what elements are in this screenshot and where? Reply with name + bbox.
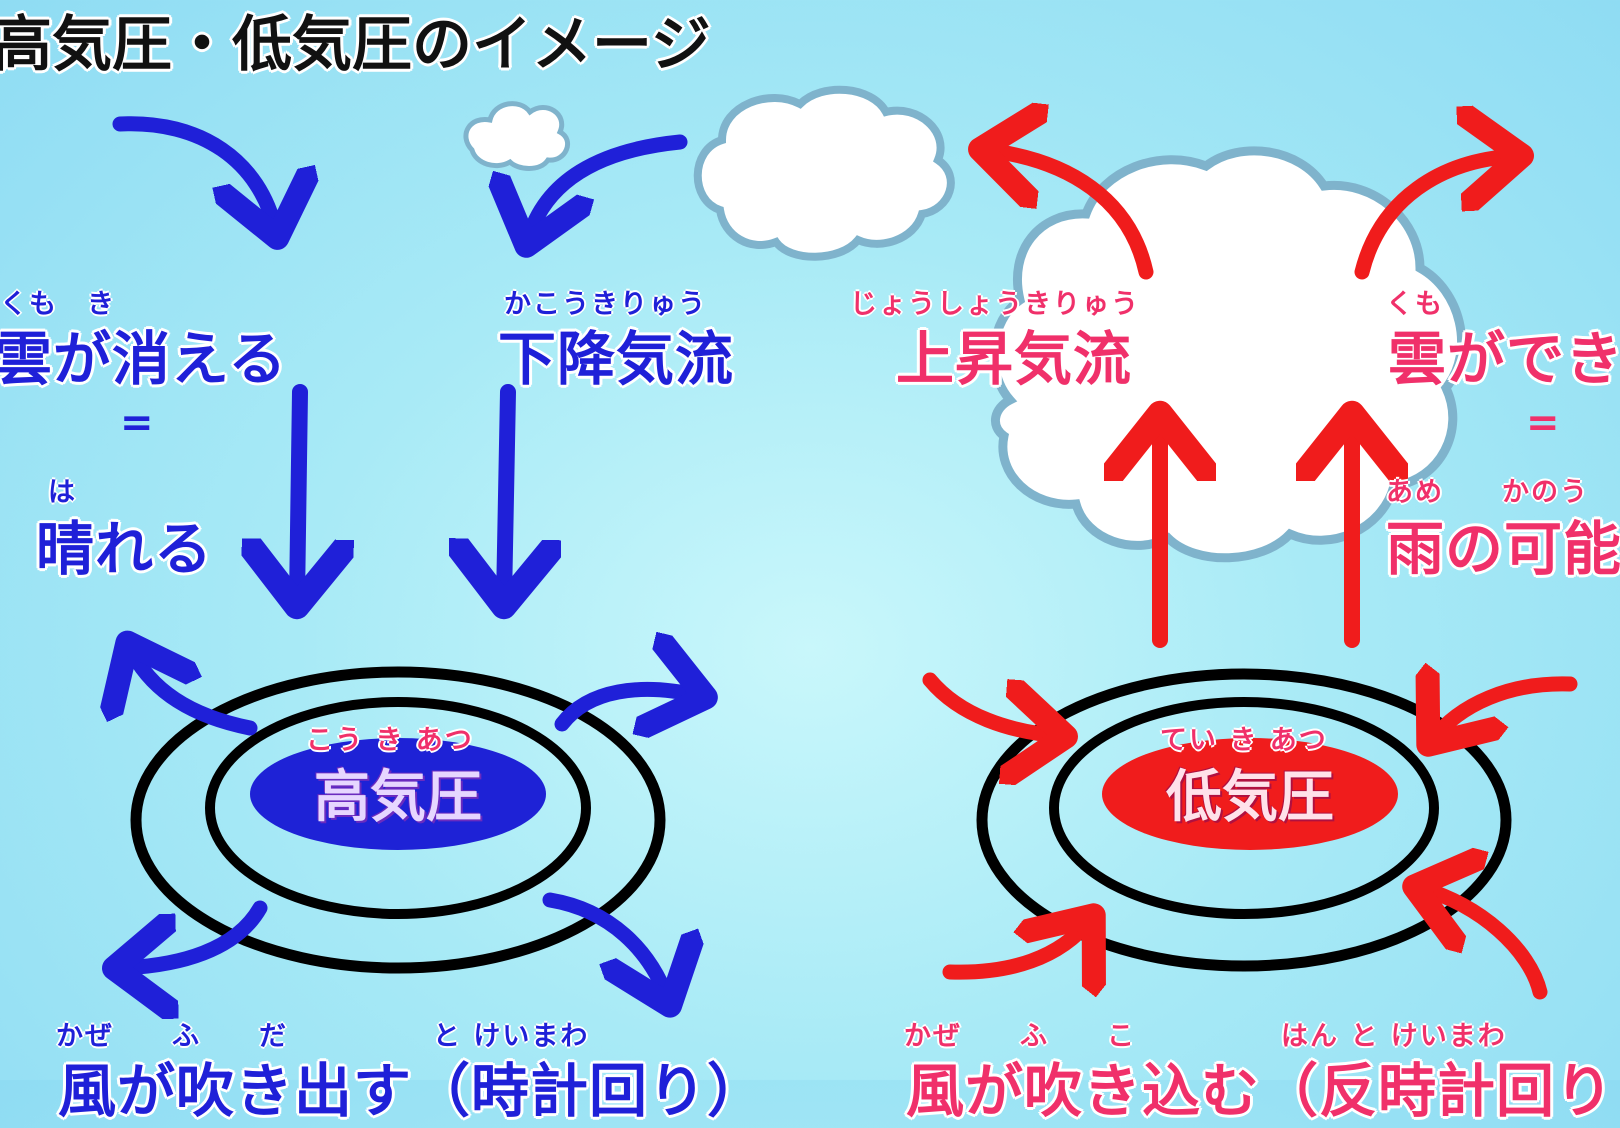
high-pressure-label: 高気圧 [314, 765, 482, 830]
ascending-airflow-ruby: じょうしょうきりゅう [850, 289, 1140, 320]
low-pressure-ruby: てい き あつ [1160, 725, 1328, 756]
medium-cloud [693, 85, 955, 261]
high-outer-ring [130, 666, 666, 974]
cloud-disappear-label: 雲が消える [0, 325, 288, 393]
clear-weather-ruby: は [48, 477, 77, 508]
small-cloud [463, 101, 571, 171]
diagram-graphics [0, 85, 1578, 1080]
ascending-curve-arrow-right [1354, 156, 1516, 280]
low-core [1102, 738, 1398, 850]
outflow-arrow-down-right [542, 892, 668, 1000]
descending-curve-arrow-left [112, 116, 276, 232]
clear-weather-label: 晴れる [36, 515, 214, 583]
high-pressure-ruby: こう き あつ [306, 725, 474, 756]
low-pressure-label: 低気圧 [1166, 765, 1334, 830]
inflow-arrow-bottom-left [942, 920, 1090, 972]
low-wind-label: 風が吹き込む（反時計回り [906, 1057, 1615, 1125]
page-title: 高気圧・低気圧のイメージ [0, 10, 711, 80]
inflow-arrow-top-left [922, 672, 1060, 736]
rain-chance-label: 雨の可能 [1386, 515, 1620, 583]
high-arrows [112, 116, 700, 1000]
descending-arrow-right [504, 384, 508, 600]
descending-airflow-label: 下降気流 [498, 325, 735, 393]
outflow-arrow-down-left [120, 900, 268, 968]
outflow-arrow-up-right [554, 689, 700, 724]
high-equals-sign: = [120, 400, 154, 446]
diagram: 高気圧・低気圧のイメージ くも き 雲が消える = は 晴れる かこうきりゅう … [0, 10, 1620, 1125]
high-core [250, 738, 546, 850]
inflow-arrow-bottom-right [1420, 888, 1548, 1000]
descending-arrow-left [297, 384, 300, 600]
outflow-arrow-up-left [130, 648, 258, 736]
descending-airflow-ruby: かこうきりゅう [504, 289, 707, 320]
cloud-form-ruby: くも [1386, 289, 1444, 320]
high-wind-label: 風が吹き出す（時計回り） [58, 1057, 767, 1125]
low-pressure-system [976, 668, 1512, 972]
low-wind-ruby: かぜ ふ こ はん と けいまわ [904, 1021, 1507, 1052]
descending-curve-arrow-right [528, 134, 688, 240]
rain-chance-ruby: あめ かのう [1386, 477, 1589, 508]
low-inner-ring [1049, 697, 1439, 919]
low-outer-ring [976, 668, 1512, 972]
ascending-airflow-label: 上昇気流 [896, 325, 1133, 393]
high-wind-ruby: かぜ ふ だ と けいまわ [56, 1021, 590, 1052]
high-pressure-system [130, 666, 666, 974]
low-equals-sign: = [1526, 400, 1560, 446]
cloud-disappear-ruby: くも き [0, 289, 116, 320]
ascending-curve-arrow-left [986, 150, 1154, 280]
high-inner-ring [205, 697, 591, 919]
low-arrows [922, 150, 1578, 1000]
cloud-form-label: 雲ができ [1388, 325, 1620, 393]
inflow-arrow-top-right [1432, 684, 1578, 740]
